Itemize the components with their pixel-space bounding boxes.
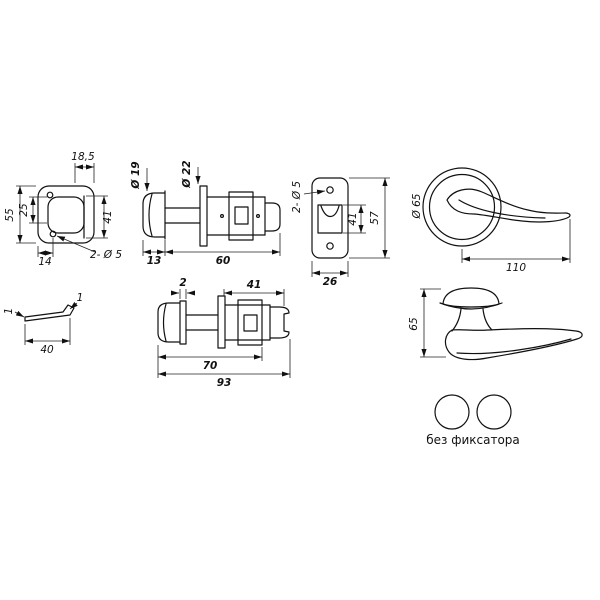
dim-faceplate-bottom: 14 [38, 256, 51, 268]
latch-rivet-left [220, 214, 225, 219]
dim-faceplate-height: 55 [4, 208, 16, 222]
ext-lines-top [74, 163, 95, 183]
dim-latch2-total: 93 [217, 377, 232, 389]
lever-outline [446, 188, 571, 223]
dim-faceplate-holes: 2- Ø 5 [90, 249, 122, 261]
dim-latch-body-len: 60 [216, 255, 231, 267]
dim-strike-height: 57 [369, 211, 381, 225]
view-strike-plate: 2- Ø 5 41 57 26 [291, 177, 390, 288]
view-handle-front: Ø 65 110 [411, 167, 571, 274]
ext-lines-plate-thickness [179, 289, 187, 299]
faceplate-screw-hole-bottom [49, 230, 57, 238]
lever-side-outline [444, 328, 583, 361]
view-latch-bottom: 2 41 70 93 [157, 277, 291, 389]
view-latch-side: Ø 19 Ø 22 13 60 [130, 160, 281, 267]
latch2-faceplate-edge [179, 300, 187, 345]
knob-circle-left [434, 394, 470, 430]
leader-holes [56, 235, 96, 253]
latch-nose-bevel [148, 193, 153, 237]
latch-nose [142, 192, 166, 238]
latch2-flange [217, 295, 226, 349]
ext-lines-lengths [157, 339, 291, 378]
dim-profile-thickness: 1 [3, 308, 15, 315]
strike-outline [311, 177, 349, 259]
leader-strike-holes [303, 189, 326, 195]
faceplate-screw-hole-top [46, 191, 54, 199]
strike-hole-top [326, 186, 334, 194]
dim-profile-width: 40 [40, 344, 54, 356]
rose-neck [451, 308, 493, 332]
rose-dome [442, 287, 500, 308]
view-handle-side: 65 [408, 287, 583, 361]
latch2-shaft [185, 314, 219, 331]
latch2-nose-bevel [162, 303, 167, 342]
ext-lines-lever [461, 219, 571, 263]
faceplate-outline [37, 185, 95, 244]
latch-rivet-right [256, 214, 261, 219]
dim-latch2-front: 70 [203, 360, 218, 372]
ext-lines-strike-width [311, 261, 349, 277]
latch-flange [199, 185, 208, 247]
dim-rose-dia: Ø 65 [411, 193, 423, 219]
lever-accent-line [458, 199, 546, 219]
latch-tail-tab [264, 202, 281, 232]
latch-spindle-hole [234, 206, 249, 225]
latch2-spindle-hole [243, 314, 258, 332]
knob-circle-right [476, 394, 512, 430]
dim-latch-nose-dia: Ø 19 [130, 161, 142, 189]
dim-lever-length: 110 [506, 262, 526, 274]
latch2-claw [269, 306, 290, 339]
leader-lip [69, 301, 78, 310]
rose-brim [439, 302, 503, 310]
profile-strip [24, 304, 75, 322]
view-faceplate-profile: 1 1 40 [3, 292, 83, 356]
latch2-nose [157, 302, 181, 343]
variant-indicator: без фиксатора [426, 394, 520, 447]
leader-thickness [14, 310, 25, 318]
dim-latch2-plate: 2 [179, 277, 186, 289]
latch-body [206, 196, 266, 236]
ext-lines-bottom [37, 238, 54, 257]
dim-strike-holes: 2- Ø 5 [291, 181, 303, 213]
strike-tongue [320, 205, 340, 218]
rose-inner-circle [428, 173, 496, 241]
dim-strike-width: 26 [323, 276, 338, 288]
dim-latch2-rear: 41 [246, 279, 262, 291]
rose-outer-circle [422, 167, 502, 247]
dim-handle-height: 65 [408, 317, 420, 331]
dim-faceplate-top: 18,5 [71, 151, 95, 163]
latch2-body [224, 304, 271, 341]
strike-hole-bottom [326, 242, 334, 250]
lever-side-accent [456, 338, 572, 355]
latch-hub [228, 191, 254, 241]
dim-latch-flange-dia: Ø 22 [181, 160, 193, 188]
dim-strike-opening: 41 [347, 212, 359, 225]
dim-latch-nose-len: 13 [147, 255, 162, 267]
latch-shaft [164, 207, 201, 224]
ext-lines-rear [223, 289, 285, 306]
latch2-hub [237, 299, 263, 346]
variant-caption: без фиксатора [426, 433, 520, 447]
faceplate-latch-shape [47, 196, 85, 234]
dim-profile-lip: 1 [77, 292, 84, 304]
strike-opening [317, 204, 343, 234]
view-faceplate-front: 18,5 55 25 41 14 2- Ø 5 [4, 151, 122, 268]
dim-faceplate-slot: 41 [102, 210, 114, 223]
dim-faceplate-inner: 25 [18, 203, 30, 217]
